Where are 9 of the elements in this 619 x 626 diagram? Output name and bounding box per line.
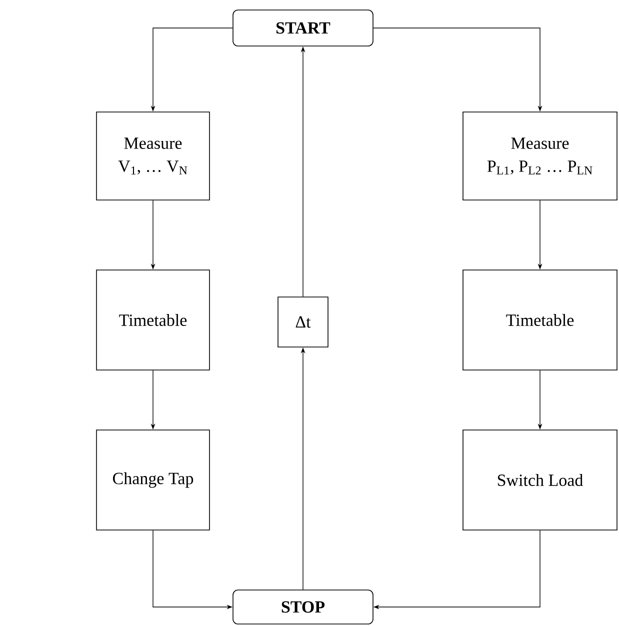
process-box: Timetable	[462, 270, 618, 370]
terminal-box: STOP	[232, 590, 374, 624]
process-box: Timetable	[96, 270, 210, 370]
process-box: Measure P$_{L1}$, P$_{L2}$ … P$_{LN}$	[462, 112, 618, 200]
process-box: Measure V$_{1}$, … V$_{N}$	[96, 112, 210, 200]
process-box: Change Tap	[96, 430, 210, 530]
process-box: Switch Load	[462, 430, 618, 530]
process-box: Δt	[278, 296, 328, 348]
terminal-box: START	[232, 10, 374, 46]
